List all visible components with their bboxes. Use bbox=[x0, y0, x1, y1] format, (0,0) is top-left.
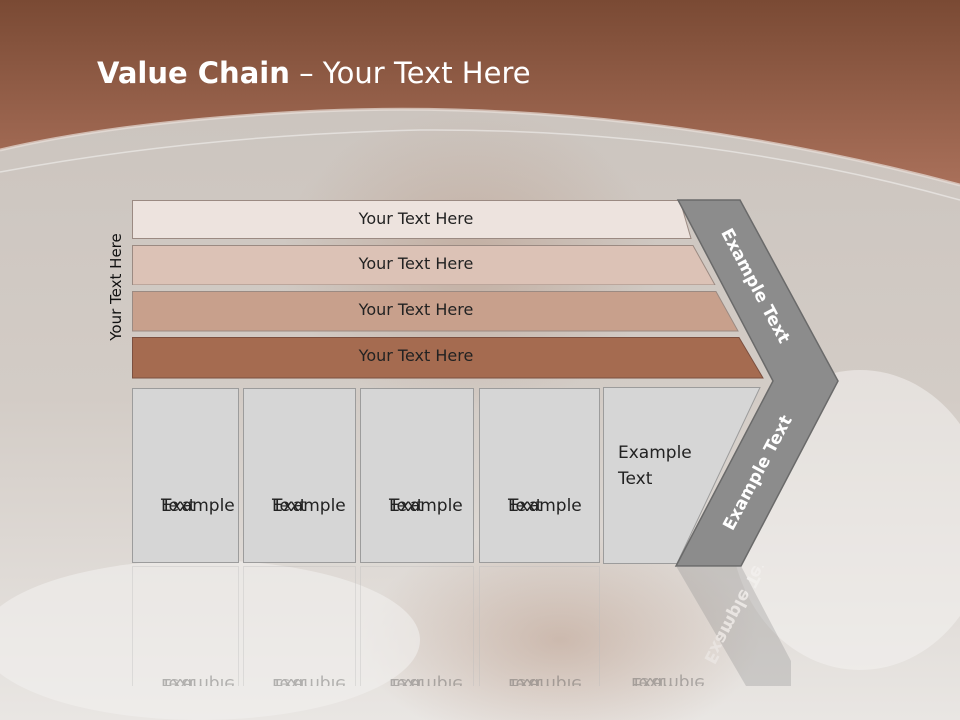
band-2-label: Your Text Here bbox=[358, 254, 474, 273]
box-5-line1: Example bbox=[618, 443, 692, 463]
box-4-line1: Example bbox=[508, 496, 582, 516]
box-2-line1: Example bbox=[272, 496, 346, 516]
box-2-line2: Text bbox=[272, 496, 307, 516]
box-3-line2: Text bbox=[389, 496, 424, 516]
reflection-5-line2: Text bbox=[631, 673, 666, 686]
title-rest: – Your Text Here bbox=[289, 56, 531, 90]
box-1-line2: Text bbox=[161, 496, 196, 516]
title-bold: Value Chain bbox=[97, 56, 290, 90]
box-4-line2: Text bbox=[508, 496, 543, 516]
reflection-2-line2: Text bbox=[272, 674, 307, 686]
reflection-4-line2: Text bbox=[508, 674, 543, 686]
box-1-line1: Example bbox=[161, 496, 235, 516]
reflection-3-line2: Text bbox=[389, 674, 424, 686]
reflection-1-line2: Text bbox=[161, 674, 196, 686]
band-1-label: Your Text Here bbox=[358, 209, 474, 228]
side-label: Your Text Here bbox=[107, 233, 125, 341]
chevron-reflection-shape bbox=[676, 566, 791, 686]
band-3-label: Your Text Here bbox=[358, 300, 474, 319]
box-5-line2: Text bbox=[618, 469, 653, 489]
box-3-line1: Example bbox=[389, 496, 463, 516]
slide-title: Value Chain – Your Text Here bbox=[97, 56, 531, 90]
chevron-reflection: Example Text bbox=[676, 566, 796, 686]
band-4-label: Your Text Here bbox=[358, 346, 474, 365]
chevron-arrow bbox=[674, 199, 839, 567]
